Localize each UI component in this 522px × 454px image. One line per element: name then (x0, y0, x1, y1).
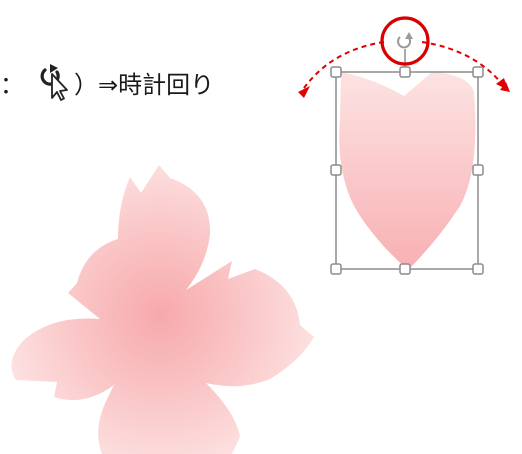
rotate-cursor-icon (36, 62, 72, 102)
handle-bottom-left (330, 263, 342, 275)
handle-middle-left (330, 164, 342, 176)
handle-middle-right (472, 164, 484, 176)
rotate-handle-icon[interactable] (397, 32, 413, 49)
sakura-flower-shape[interactable] (0, 165, 320, 454)
resize-handles[interactable] (330, 66, 484, 275)
rotate-handle-highlight (380, 16, 430, 66)
flower-body (11, 165, 314, 454)
handle-bottom-center (399, 263, 411, 275)
handle-top-left (330, 66, 342, 78)
handle-top-center (399, 66, 411, 78)
rotation-arrows (298, 41, 510, 98)
handle-top-right (472, 66, 484, 78)
caption-text: ）⇒時計回り (74, 70, 215, 99)
selected-petal-shape[interactable] (292, 0, 522, 280)
petal-fill (339, 72, 476, 270)
handle-bottom-right (472, 263, 484, 275)
instruction-caption: ： ）⇒時計回り (0, 62, 214, 102)
caption-colon: ： (0, 70, 24, 99)
